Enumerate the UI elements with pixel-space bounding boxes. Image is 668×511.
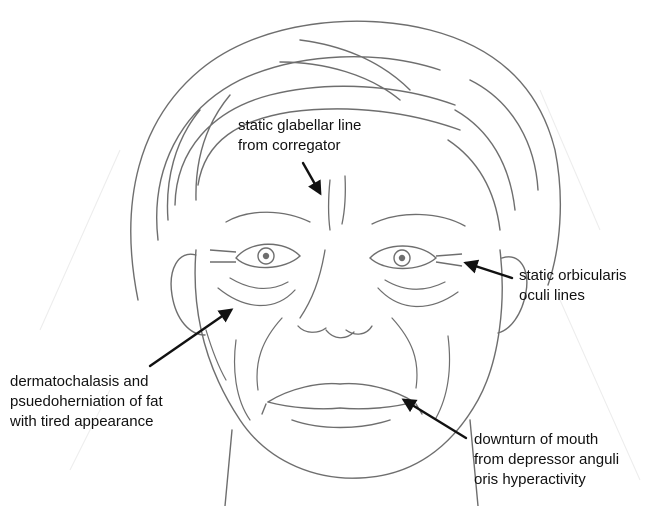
mouth-label-line-3: oris hyperactivity bbox=[474, 470, 619, 490]
mouth-label-line-2: from depressor anguli bbox=[474, 450, 619, 470]
nose-sketch bbox=[298, 250, 372, 338]
dermatochalasis-label-line-3: with tired appearance bbox=[10, 412, 163, 432]
under-eye-bags bbox=[218, 278, 458, 307]
mouth-label-line-1: downturn of mouth bbox=[474, 430, 619, 450]
annotation-arrows bbox=[150, 163, 512, 438]
dermatochalasis-label: dermatochalasis and psuedoherniation of … bbox=[10, 372, 163, 432]
orbicularis-lines-label: static orbicularis oculi lines bbox=[519, 266, 627, 306]
dermatochalasis-label-line-1: dermatochalasis and bbox=[10, 372, 163, 392]
arrow-dermatochalasis bbox=[150, 310, 231, 366]
glabellar-label-line-1: static glabellar line bbox=[238, 116, 361, 136]
dermatochalasis-label-line-2: psuedoherniation of fat bbox=[10, 392, 163, 412]
glabellar-line-label: static glabellar line from corregator bbox=[238, 116, 361, 156]
arrow-mouth bbox=[404, 400, 466, 438]
glabellar-label-line-2: from corregator bbox=[238, 136, 361, 156]
right-eye-sketch bbox=[370, 246, 462, 269]
arrow-orbicularis bbox=[466, 263, 512, 278]
orbicularis-label-line-2: oculi lines bbox=[519, 286, 627, 306]
orbicularis-label-line-1: static orbicularis bbox=[519, 266, 627, 286]
mouth-downturn-label: downturn of mouth from depressor anguli … bbox=[474, 430, 619, 490]
left-eye-sketch bbox=[210, 244, 300, 267]
arrow-glabellar bbox=[303, 163, 320, 193]
brows-sketch bbox=[226, 176, 465, 230]
mouth-sketch bbox=[262, 384, 422, 428]
